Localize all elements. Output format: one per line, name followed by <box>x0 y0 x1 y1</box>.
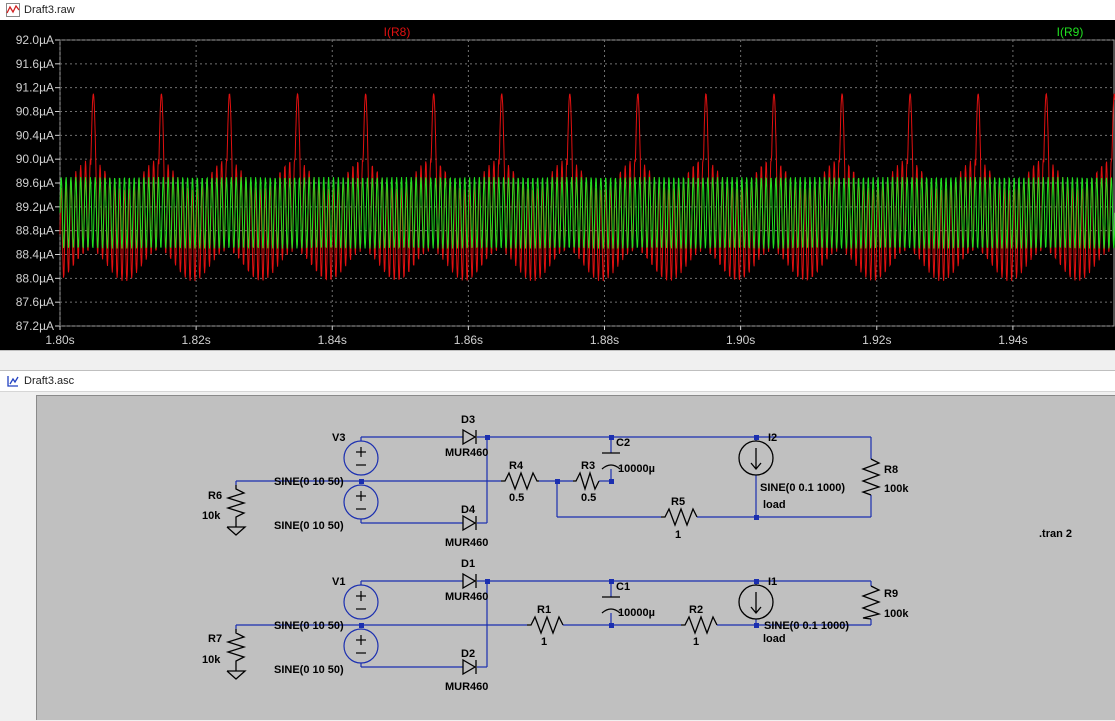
current-source-i1-symbol[interactable] <box>738 584 774 620</box>
ground-icon <box>226 670 247 680</box>
y-tick-label: 92.0µA <box>16 33 54 47</box>
resistor-r9-value: 100k <box>884 608 909 620</box>
resistor-r1-name: R1 <box>537 604 551 616</box>
resistor-r3-symbol[interactable] <box>573 470 600 492</box>
y-tick-label: 89.6µA <box>16 176 54 190</box>
resistor-r4-name: R4 <box>509 460 524 472</box>
resistor-r7-name: R7 <box>208 633 222 645</box>
diode-d2-symbol[interactable] <box>462 658 477 676</box>
schematic-window-title: Draft3.asc <box>24 375 75 387</box>
current-source-i1-value: SINE(0 0.1 1000) <box>764 620 849 632</box>
y-tick-label: 90.4µA <box>16 128 54 142</box>
capacitor-c1-name: C1 <box>616 581 630 593</box>
y-tick-label: 88.8µA <box>16 224 54 238</box>
y-tick-label: 90.0µA <box>16 152 54 166</box>
diode-d2-name: D2 <box>461 648 475 660</box>
diode-d4-model: MUR460 <box>445 537 488 549</box>
x-tick-label: 1.84s <box>318 333 347 347</box>
source-v1-value: SINE(0 10 50) <box>274 620 344 632</box>
waveform-plot[interactable]: 92.0µA 91.6µA 91.2µA 90.8µA 90.4µA 90.0µA 89.6… <box>0 20 1115 350</box>
net-label-load: load <box>763 633 786 645</box>
legend-series-i-r8: I(R8) <box>384 25 411 39</box>
resistor-r3-value: 0.5 <box>581 492 596 504</box>
resistor-r3-name: R3 <box>581 460 595 472</box>
schematic-icon <box>7 376 19 387</box>
window-separator <box>0 350 1115 371</box>
diode-d3-model: MUR460 <box>445 447 488 459</box>
diode-d4-name: D4 <box>461 504 476 516</box>
y-tick-label: 87.2µA <box>16 319 54 333</box>
diode-d3-symbol[interactable] <box>462 428 477 446</box>
current-source-i1-name: I1 <box>768 576 777 588</box>
diode-d4-symbol[interactable] <box>462 514 477 532</box>
resistor-r5-value: 1 <box>675 529 681 541</box>
resistor-r8-value: 100k <box>884 483 909 495</box>
current-source-i2-value: SINE(0 0.1 1000) <box>760 482 845 494</box>
y-tick-label: 91.2µA <box>16 81 54 95</box>
source-v3-value: SINE(0 10 50) <box>274 476 344 488</box>
y-tick-label: 88.0µA <box>16 271 54 285</box>
source-v4-value: SINE(0 10 50) <box>274 520 344 532</box>
schematic-svg[interactable]: V3 SINE(0 10 50) SINE(0 10 50) D3 MUR460… <box>37 396 1115 721</box>
diode-d1-symbol[interactable] <box>462 572 477 590</box>
resistor-r2-symbol[interactable] <box>681 615 718 635</box>
resistor-r5-name: R5 <box>671 496 685 508</box>
resistor-r8-symbol[interactable] <box>860 458 882 496</box>
x-tick-label: 1.82s <box>181 333 210 347</box>
plot-window-titlebar[interactable]: Draft3.raw <box>0 0 1115 21</box>
resistor-r1-value: 1 <box>541 636 547 648</box>
diode-d2-model: MUR460 <box>445 681 488 693</box>
waveform-icon <box>6 3 20 17</box>
y-tick-label: 87.6µA <box>16 295 54 309</box>
capacitor-c2-name: C2 <box>616 437 630 449</box>
resistor-r4-symbol[interactable] <box>501 471 539 491</box>
schematic-canvas[interactable]: V3 SINE(0 10 50) SINE(0 10 50) D3 MUR460… <box>36 395 1115 720</box>
legend-series-i-r9: I(R9) <box>1057 25 1084 39</box>
series-line-i-r9 <box>59 176 1115 250</box>
source-v1-symbol[interactable] <box>343 584 379 620</box>
x-tick-label: 1.90s <box>726 333 755 347</box>
capacitor-c1-value: 10000µ <box>618 607 655 619</box>
source-v2-value: SINE(0 10 50) <box>274 664 344 676</box>
capacitor-c2-value: 10000µ <box>618 463 655 475</box>
resistor-r6-value: 10k <box>202 510 221 522</box>
x-tick-label: 1.88s <box>590 333 619 347</box>
resistor-r7-symbol[interactable] <box>225 629 247 667</box>
y-tick-label: 88.4µA <box>16 248 54 262</box>
resistor-r9-symbol[interactable] <box>861 585 882 620</box>
diode-d3-name: D3 <box>461 414 475 426</box>
y-tick-label: 89.2µA <box>16 200 54 214</box>
schematic-window-titlebar[interactable]: Draft3.asc <box>0 371 1115 392</box>
x-tick-label: 1.80s <box>45 333 74 347</box>
diode-d1-name: D1 <box>461 558 475 570</box>
resistor-r2-value: 1 <box>693 636 699 648</box>
x-tick-label: 1.94s <box>998 333 1027 347</box>
plot-window-title: Draft3.raw <box>24 4 75 16</box>
resistor-r7-value: 10k <box>202 654 221 666</box>
source-v4-symbol[interactable] <box>343 484 379 520</box>
resistor-r6-name: R6 <box>208 490 222 502</box>
y-tick-label: 90.8µA <box>16 105 54 119</box>
resistor-r1-symbol[interactable] <box>527 615 564 635</box>
waveform-svg[interactable]: 92.0µA 91.6µA 91.2µA 90.8µA 90.4µA 90.0µA 89.6… <box>0 20 1115 350</box>
source-v3-symbol[interactable] <box>343 440 379 476</box>
spice-directive[interactable]: .tran 2 <box>1039 528 1072 540</box>
resistor-r4-value: 0.5 <box>509 492 524 504</box>
resistor-r5-symbol[interactable] <box>661 507 698 527</box>
source-v3-name: V3 <box>332 432 345 444</box>
diode-d1-model: MUR460 <box>445 591 488 603</box>
resistor-r8-name: R8 <box>884 464 898 476</box>
x-tick-label: 1.92s <box>862 333 891 347</box>
x-tick-label: 1.86s <box>454 333 483 347</box>
current-source-i2-symbol[interactable] <box>738 440 774 476</box>
y-tick-label: 91.6µA <box>16 57 54 71</box>
ground-icon <box>226 526 247 536</box>
source-v1-name: V1 <box>332 576 345 588</box>
resistor-r2-name: R2 <box>689 604 703 616</box>
current-source-i2-name: I2 <box>768 432 777 444</box>
source-v2-symbol[interactable] <box>343 628 379 664</box>
resistor-r6-symbol[interactable] <box>225 485 247 523</box>
resistor-r9-name: R9 <box>884 588 898 600</box>
net-label-load: load <box>763 499 786 511</box>
